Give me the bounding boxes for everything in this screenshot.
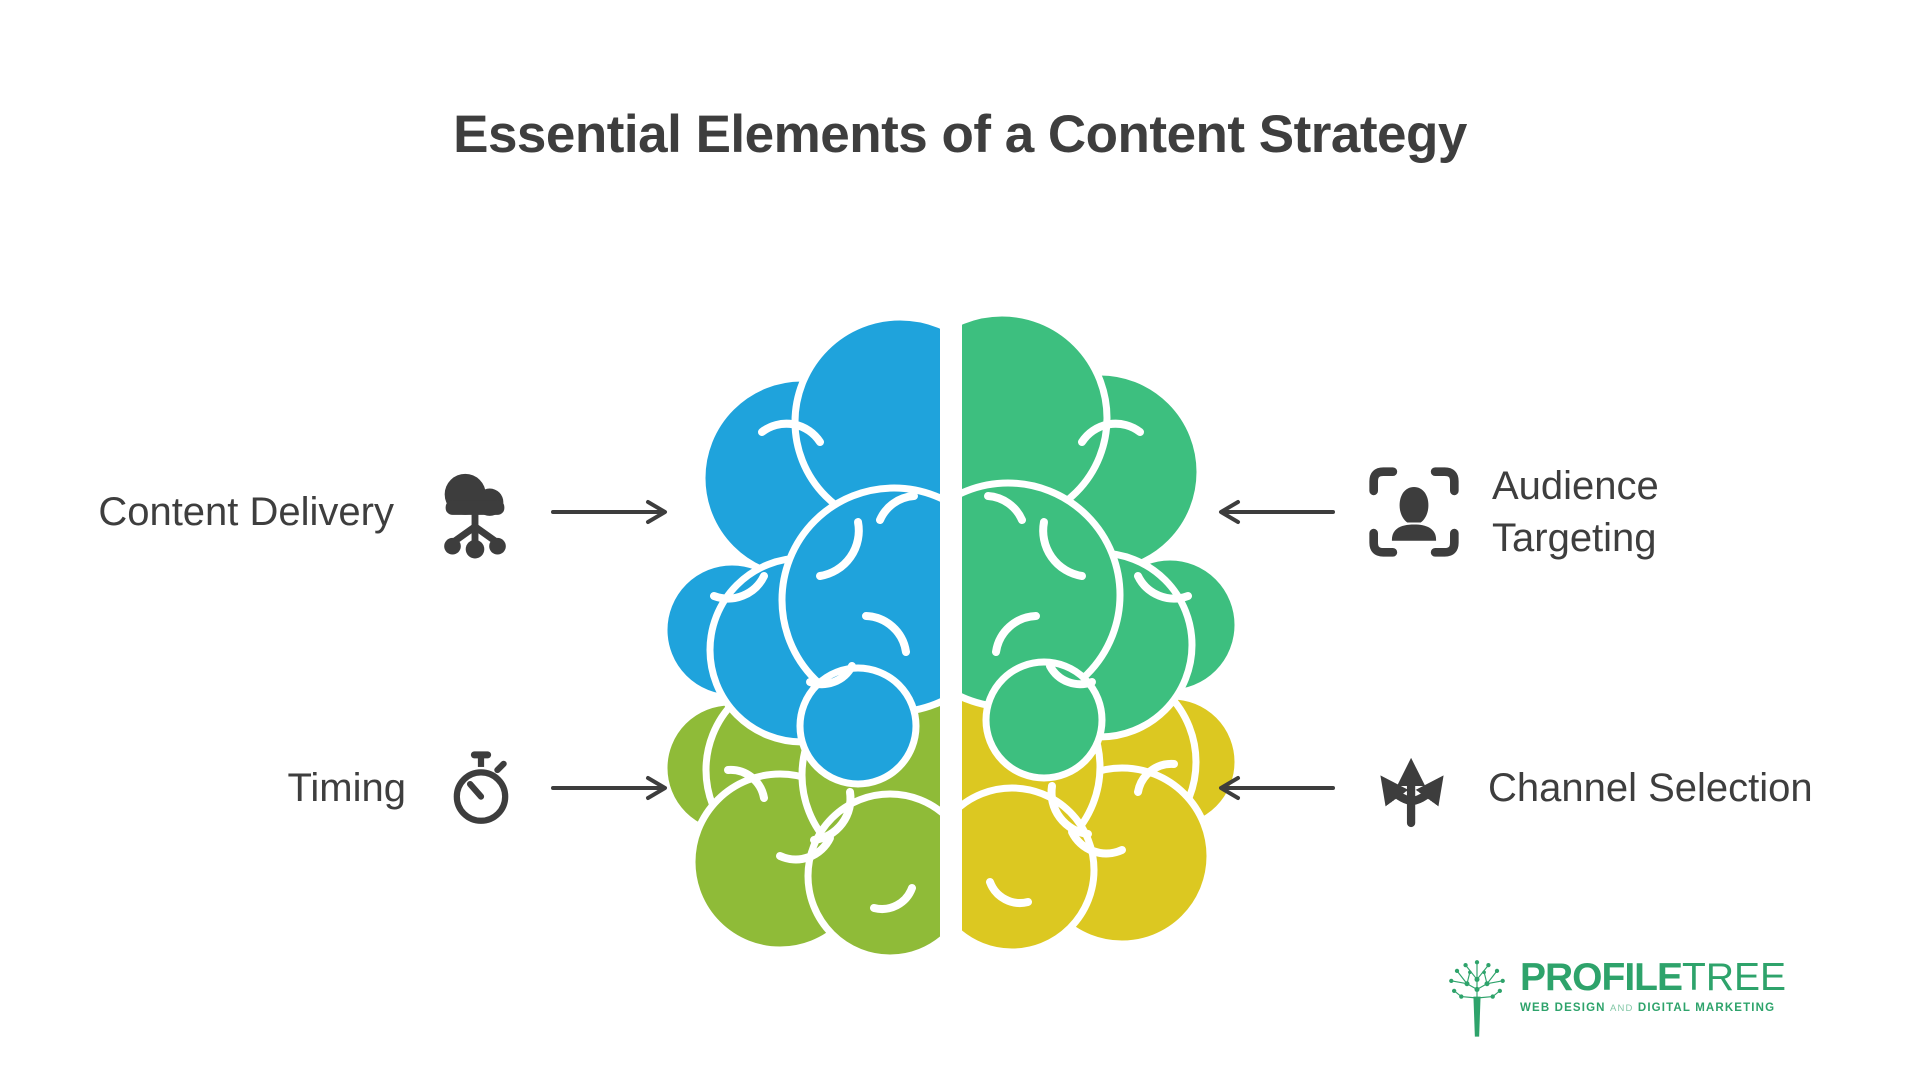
logo-text: PROFILETREE WEB DESIGN AND DIGITAL MARKE… [1520, 956, 1787, 1014]
profiletree-logo: PROFILETREE WEB DESIGN AND DIGITAL MARKE… [1444, 956, 1787, 1038]
callout-timing: Timing [287, 742, 674, 834]
brain-region-top-right [962, 309, 1240, 782]
cloud-network-icon [444, 473, 506, 559]
arrow-right-icon [551, 500, 667, 524]
arrow-left-icon [1219, 500, 1335, 524]
person-focus-icon [1369, 467, 1459, 557]
brain-illustration [662, 309, 1240, 960]
channel-selection-label: Channel Selection [1488, 766, 1813, 810]
audience-targeting-label: Audience Targeting [1492, 464, 1659, 560]
tagline-web-design: WEB DESIGN [1520, 1001, 1606, 1014]
brain-folds-right [984, 419, 1192, 907]
tree-icon [1449, 960, 1505, 1037]
logo-tagline: WEB DESIGN AND DIGITAL MARKETING [1520, 1002, 1786, 1014]
stopwatch-icon [453, 751, 509, 824]
tagline-marketing: DIGITAL MARKETING [1637, 1001, 1776, 1014]
arrow-left-icon [1219, 776, 1335, 800]
timing-label: Timing [287, 766, 406, 810]
brain-folds-left [710, 419, 918, 913]
tagline-and: AND [1609, 1002, 1634, 1014]
brand-profile: PROFILE [1520, 956, 1683, 999]
page-title: Essential Elements of a Content Strategy [453, 105, 1467, 164]
callout-channel-selection: Channel Selection [1212, 740, 1813, 836]
brain-region-top-left [662, 313, 940, 788]
callout-audience-targeting: Audience Targeting [1212, 460, 1732, 564]
callout-content-delivery: Content Delivery [98, 465, 674, 559]
brand-tree: TREE [1682, 956, 1787, 999]
brand-wordmark: PROFILETREE [1520, 956, 1787, 999]
branching-arrows-icon [1380, 757, 1444, 828]
arrow-right-icon [551, 776, 667, 800]
content-delivery-label: Content Delivery [98, 490, 394, 534]
